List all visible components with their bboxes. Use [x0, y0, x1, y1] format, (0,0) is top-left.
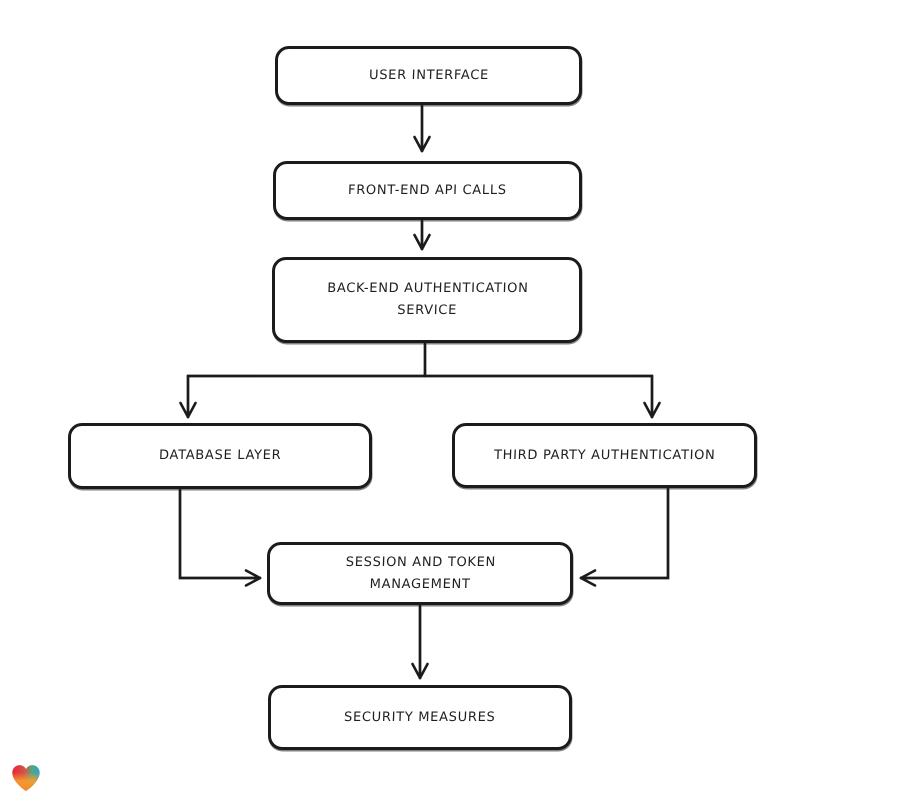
node-label: USER INTERFACE [368, 67, 489, 83]
node-session-and-token-management[interactable]: SESSION AND TOKEN MANAGEMENT [267, 542, 573, 605]
node-database-layer[interactable]: DATABASE LAYER [68, 423, 372, 489]
node-label: DATABASE LAYER [158, 448, 282, 463]
node-back-end-authentication-service[interactable]: BACK-END AUTHENTICATION SERVICE [272, 257, 582, 343]
node-security-measures[interactable]: SECURITY MEASURES [268, 685, 572, 750]
edge-database-to-session [178, 488, 262, 587]
node-label: SECURITY MEASURES [344, 709, 496, 725]
node-label: THIRD PARTY AUTHENTICATION [493, 447, 716, 463]
edge-thirdparty-to-session [579, 487, 670, 587]
node-label: BACK-END AUTHENTICATION SERVICE [326, 281, 529, 318]
heart-logo-icon [12, 765, 40, 791]
node-third-party-authentication[interactable]: THIRD PARTY AUTHENTICATION [452, 423, 757, 488]
node-label: FRONT-END API CALLS [347, 182, 508, 198]
node-front-end-api-calls[interactable]: FRONT-END API CALLS [273, 161, 582, 220]
node-user-interface[interactable]: USER INTERFACE [275, 46, 582, 105]
node-label: SESSION AND TOKEN MANAGEMENT [345, 554, 496, 592]
